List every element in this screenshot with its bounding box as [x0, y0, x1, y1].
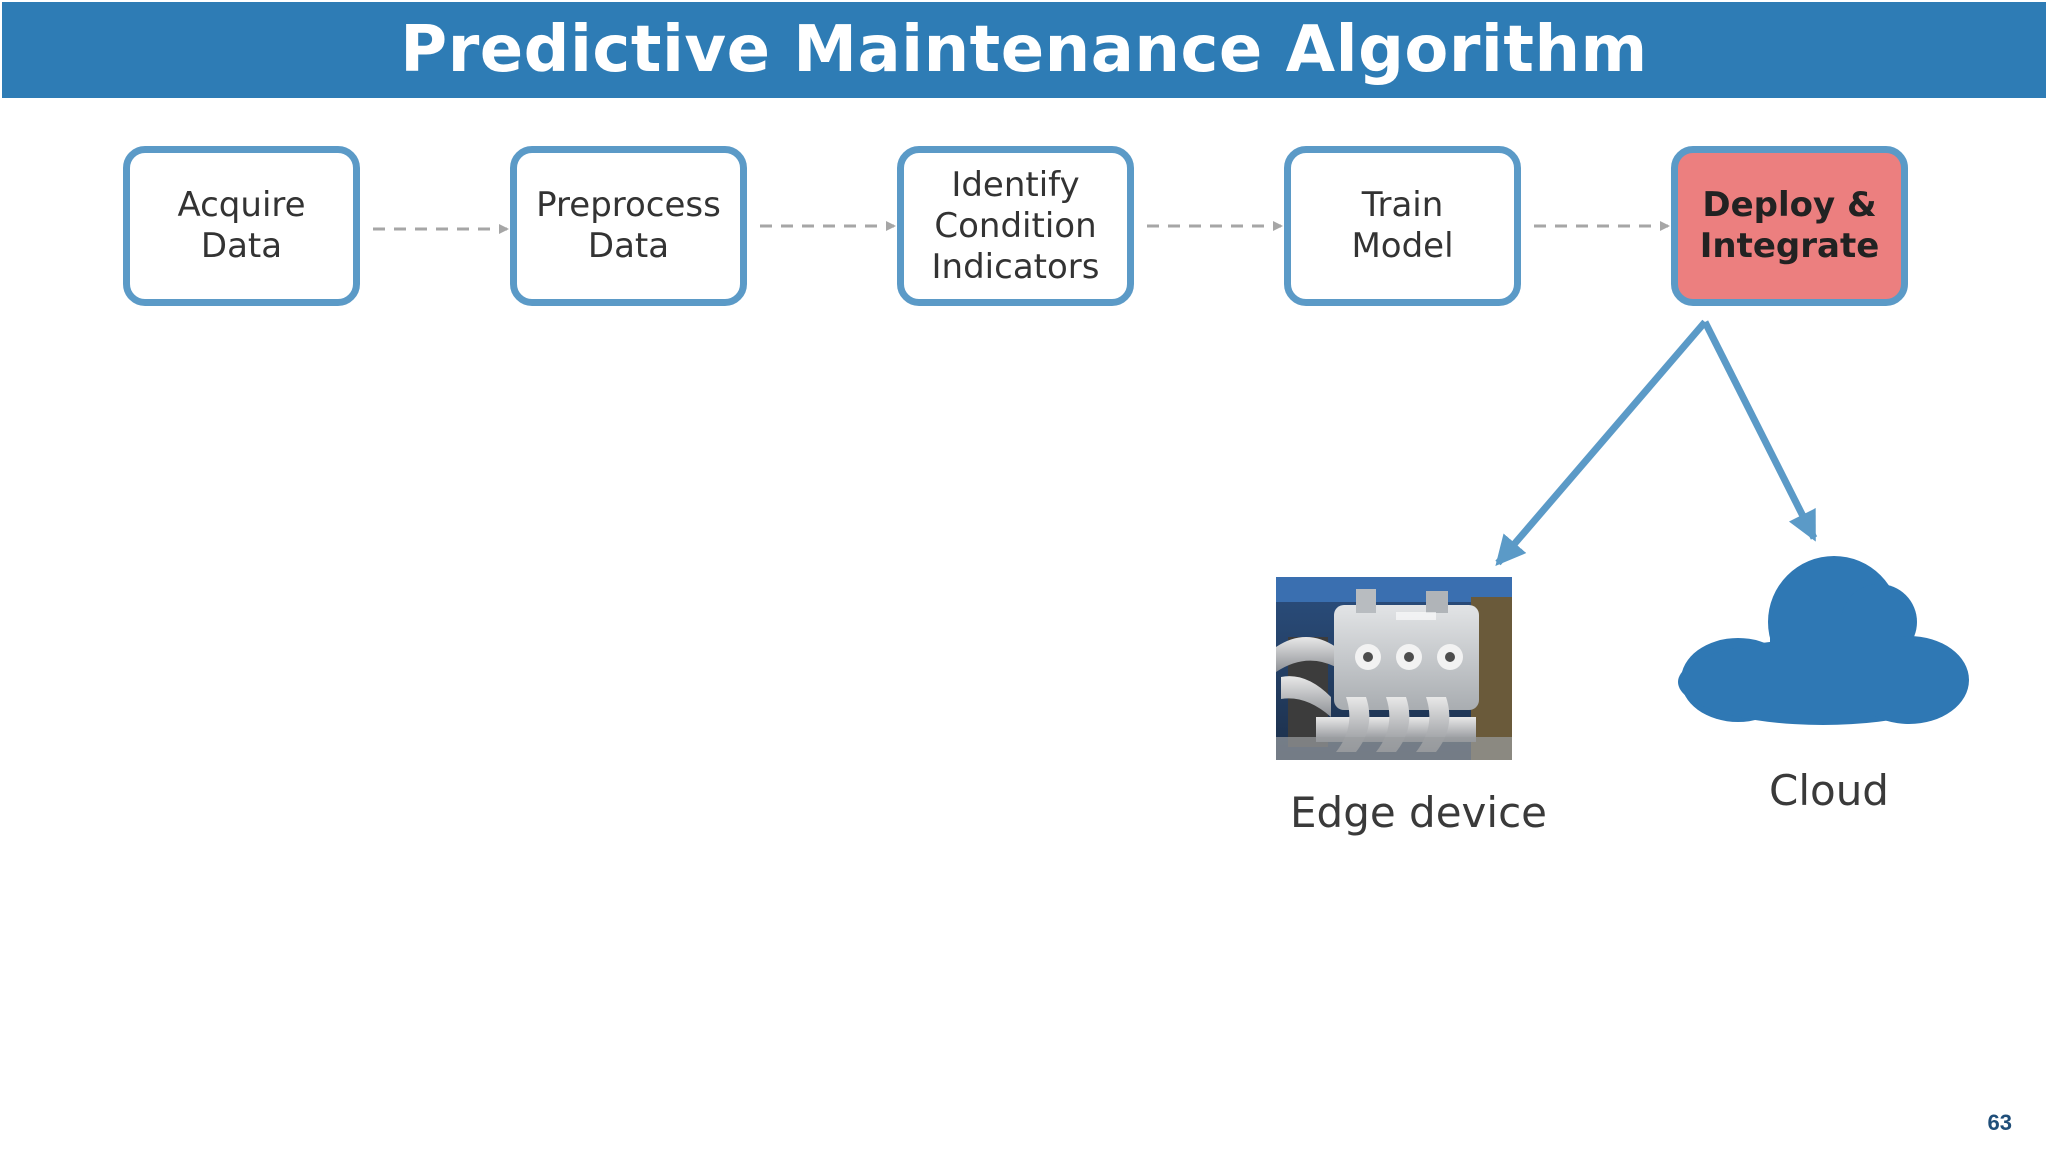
- step-label: Acquire Data: [177, 185, 306, 266]
- step-train-model: Train Model: [1284, 146, 1521, 306]
- slide-title: Predictive Maintenance Algorithm: [400, 13, 1648, 87]
- step-identify-condition-indicators: Identify Condition Indicators: [897, 146, 1134, 306]
- step-label: Identify Condition Indicators: [931, 164, 1100, 287]
- edge-device-image: [1276, 577, 1512, 760]
- deploy-to-cloud-arrow: [1701, 320, 1818, 542]
- step-label: Deploy & Integrate: [1699, 185, 1880, 266]
- page-number: 63: [1987, 1110, 2012, 1135]
- step-preprocess-data: Preprocess Data: [510, 146, 747, 306]
- cloud-icon: [1678, 556, 1969, 725]
- deploy-to-edge-arrow: [1495, 319, 1708, 567]
- step-label: Train Model: [1351, 185, 1454, 266]
- step-deploy-integrate: Deploy & Integrate: [1671, 146, 1908, 306]
- title-bar: Predictive Maintenance Algorithm: [2, 2, 2046, 98]
- step-label: Preprocess Data: [536, 185, 721, 266]
- edge-device-label: Edge device: [1290, 788, 1548, 837]
- step-acquire-data: Acquire Data: [123, 146, 360, 306]
- cloud-label: Cloud: [1769, 766, 1889, 815]
